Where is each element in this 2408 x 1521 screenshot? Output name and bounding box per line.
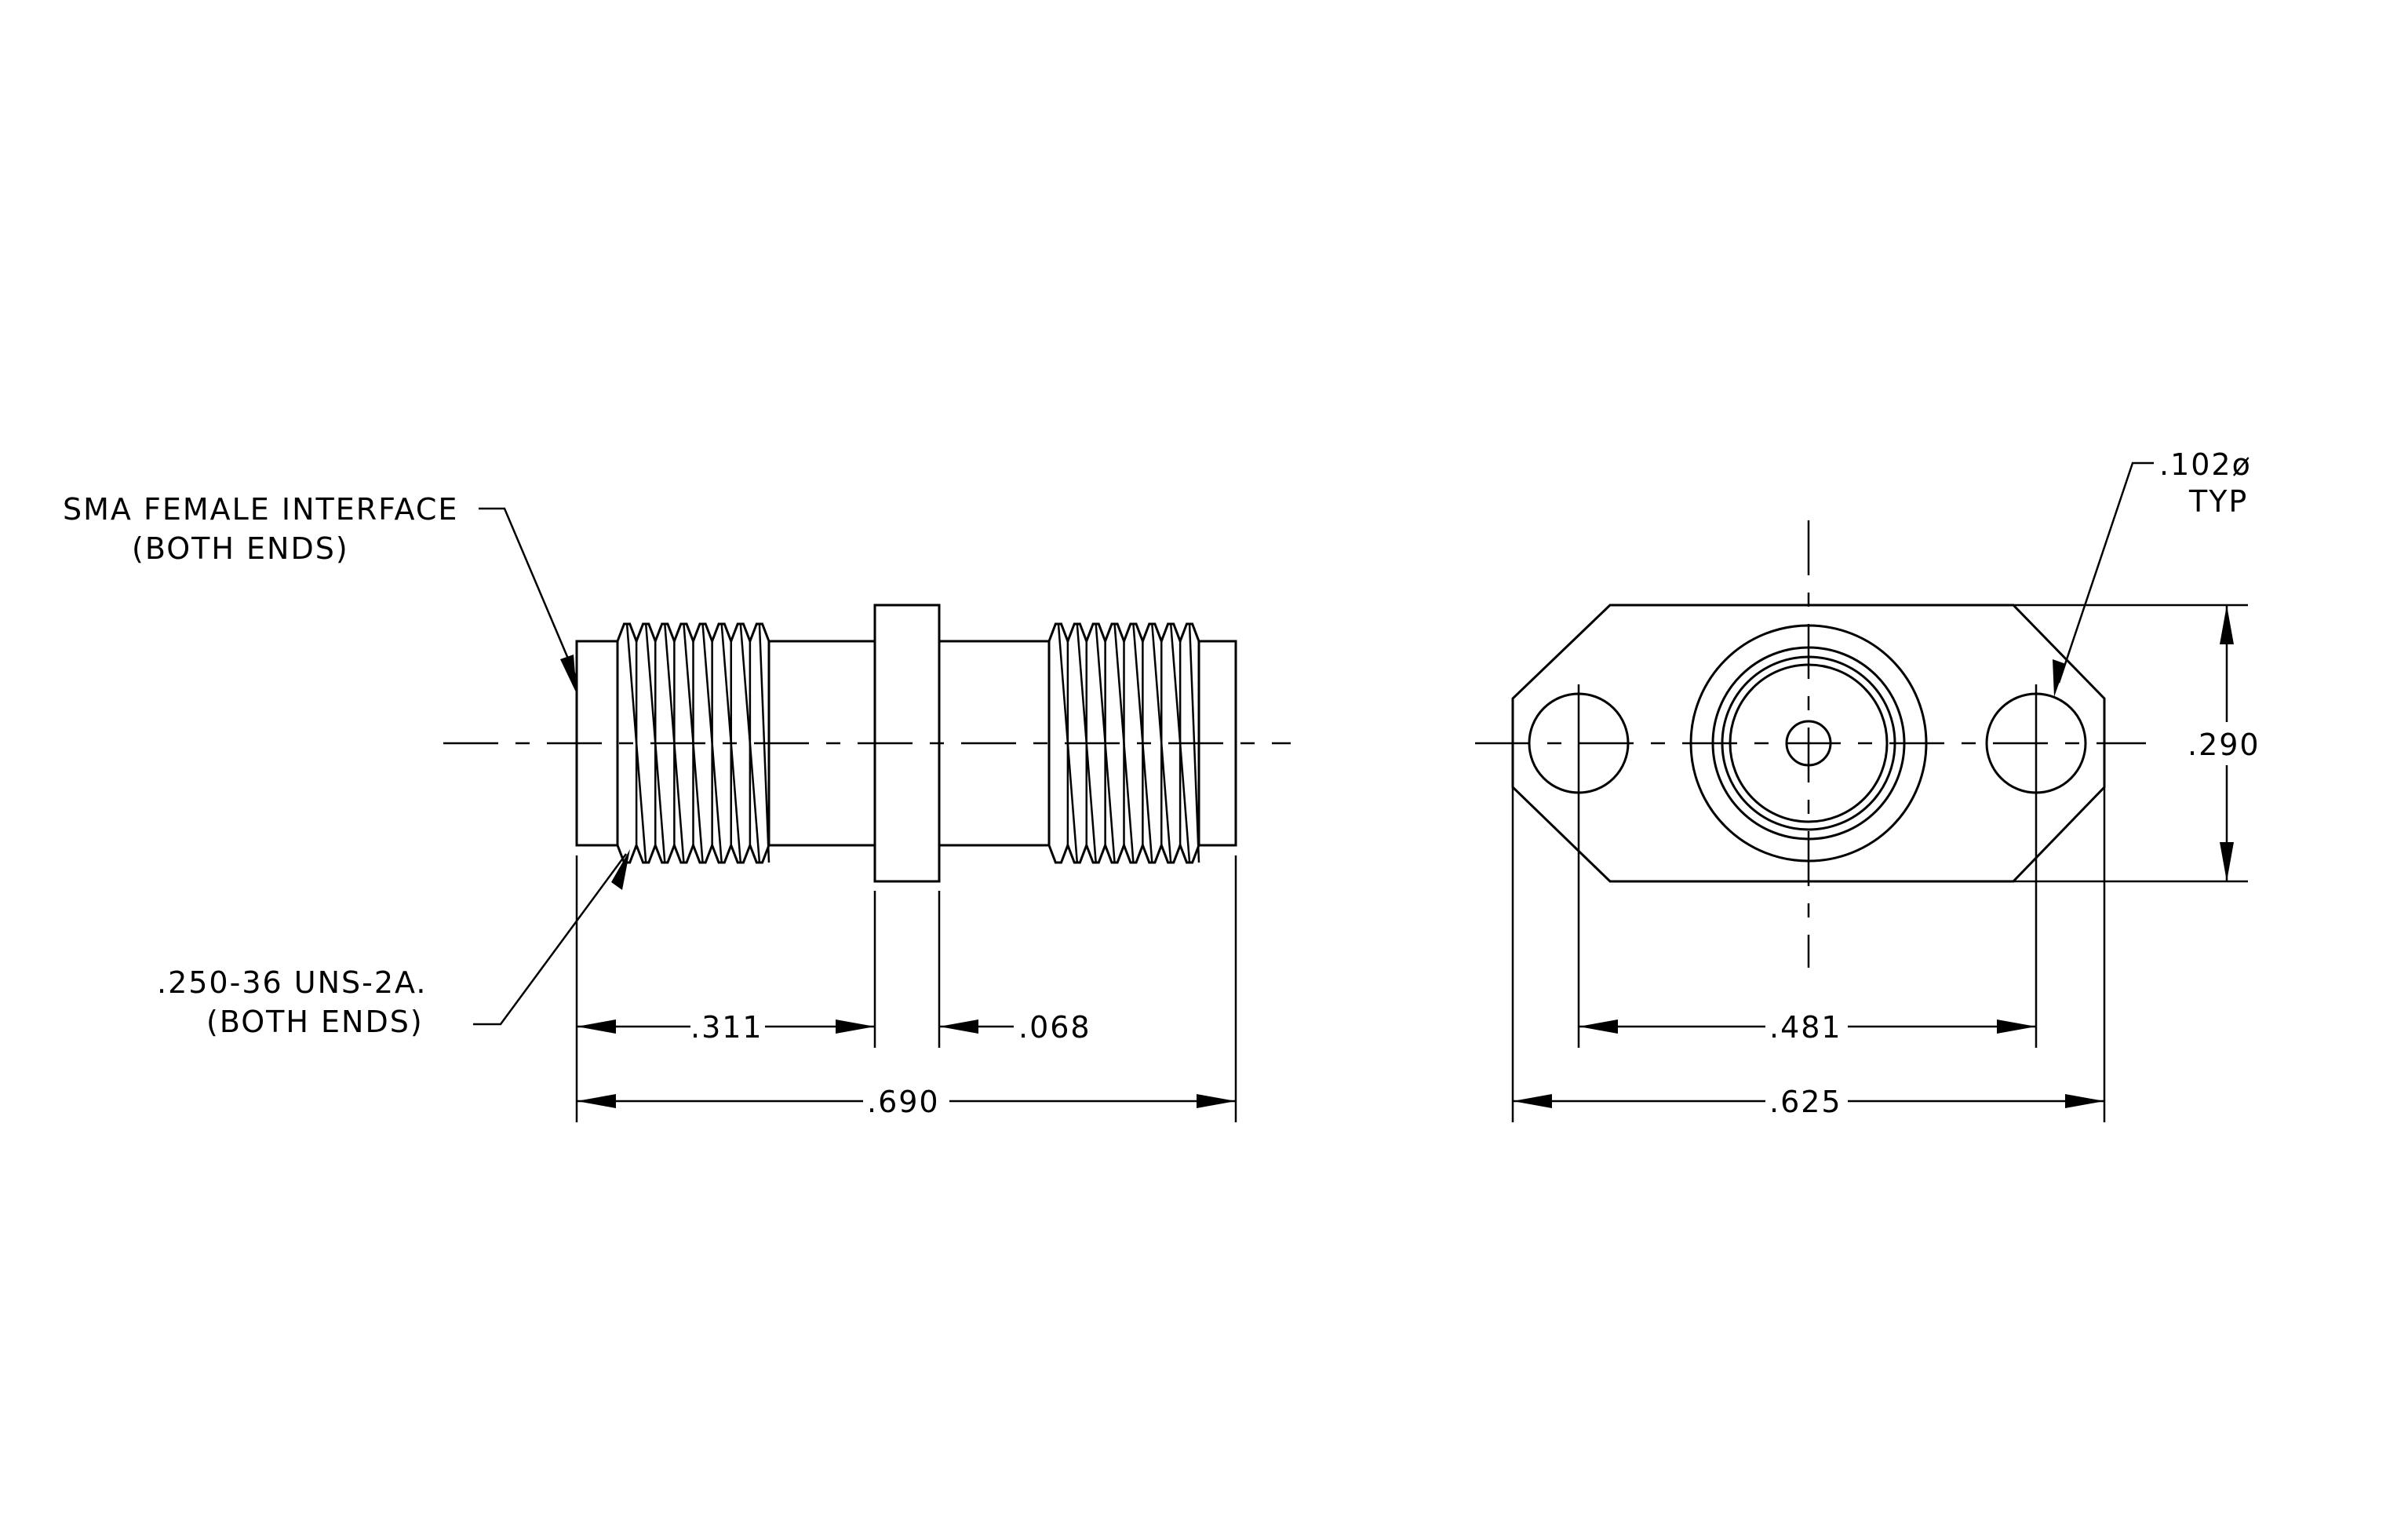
right-thread-helix-line [1095,623,1116,863]
sma-interface-arrowhead [560,655,577,694]
side-view: SMA FEMALE INTERFACE (BOTH ENDS) .250-36… [63,492,1291,1122]
dim-068-label: .068 [1018,1010,1091,1045]
thread-leader [473,853,628,1026]
left-thread-helix-line [758,623,770,863]
connector-ring-3 [1721,655,1896,831]
left-thread [616,622,770,864]
thread-spec-label-line1: .250-36 UNS-2A. [157,965,427,1000]
dim-625-label: .625 [1769,1085,1842,1119]
sma-interface-leader [479,507,578,680]
center-pin [1785,720,1832,767]
left-thread-helix-line [739,623,761,863]
right-thread [1047,622,1200,864]
dim-311-arrow-right [836,1019,875,1034]
right-thread-helix-line [1151,623,1172,863]
right-thread-helix-line [1113,623,1135,863]
hole-dia-leader [2057,461,2154,684]
sma-interface-label-line1: SMA FEMALE INTERFACE [63,492,458,527]
right-thread-helix-line [1076,623,1097,863]
right-thread-helix-line [1132,623,1153,863]
left-thread-crest-bottom [616,841,770,864]
hole-dia-label-line2: TYP [2188,484,2248,519]
right-thread-helix-line [1057,623,1079,863]
left-thread-helix-line [625,623,647,863]
dim-290-arrow-top [2220,605,2234,644]
thread-spec-label-line2: (BOTH ENDS) [206,1005,424,1039]
left-thread-helix-line [720,623,742,863]
dim-290-label: .290 [2188,728,2260,762]
left-thread-helix-line [701,623,723,863]
hole-dia-arrowhead [2053,659,2066,697]
connector-outer-ring [1689,624,1928,863]
dim-690-label: .690 [867,1085,940,1119]
dim-290-arrow-bottom [2220,842,2234,881]
right-thread-crest-top [1047,622,1200,645]
dim-311-label: .311 [690,1010,763,1045]
dim-690-arrow-right [1197,1094,1236,1108]
right-end-cap [1197,640,1237,847]
right-thread-helix-line [1169,623,1191,863]
right-thread-helix-line [1188,623,1200,863]
dim-068-arrow [939,1019,978,1034]
left-thread-helix-line [644,623,666,863]
left-thread-helix-line [664,623,685,863]
dim-481-label: .481 [1769,1010,1842,1045]
hole-dia-label-line1: .102ø [2159,447,2252,482]
end-view: .102ø TYP .290 .481 .625 [1475,447,2260,1122]
dim-625-arrow-left [1513,1094,1552,1108]
thread-arrowhead [611,849,630,890]
dim-311-arrow-left [577,1019,616,1034]
right-thread-crest-bottom [1047,841,1200,864]
dim-690-arrow-left [577,1094,616,1108]
left-thread-helix-line [683,623,704,863]
connector-ring-4 [1729,663,1889,823]
dim-481-arrow-right [1997,1019,2036,1034]
connector-ring-2 [1711,646,1906,841]
dim-481-arrow-left [1579,1019,1618,1034]
left-thread-crest-top [616,622,770,645]
sma-interface-label-line2: (BOTH ENDS) [132,531,349,566]
dim-625-arrow-right [2065,1094,2104,1108]
